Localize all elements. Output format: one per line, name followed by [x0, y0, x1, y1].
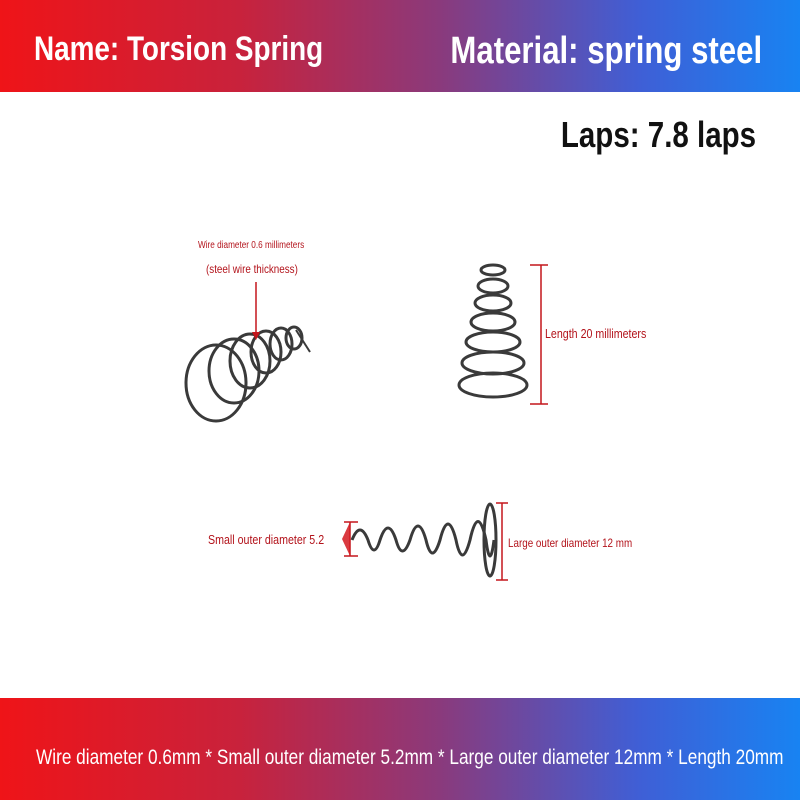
bottom-banner — [0, 698, 800, 800]
large-diameter-dimension — [496, 502, 508, 581]
wire-diameter-label: Wire diameter 0.6 millimeters — [198, 240, 305, 251]
spring-horizontal-image — [350, 502, 498, 578]
wire-thickness-note: (steel wire thickness) — [206, 262, 298, 276]
laps-label: Laps: 7.8 laps — [560, 114, 756, 155]
spring-upright-image — [457, 263, 529, 399]
large-outer-diameter-label: Large outer diameter 12 mm — [508, 536, 633, 550]
top-banner — [0, 0, 800, 92]
small-outer-diameter-label: Small outer diameter 5.2 — [208, 532, 325, 547]
spring-perspective-image — [184, 325, 311, 423]
product-name-title: Name: Torsion Spring — [34, 30, 324, 68]
material-title: Material: spring steel — [450, 30, 762, 72]
length-label: Length 20 millimeters — [545, 326, 647, 341]
length-dimension — [530, 264, 548, 405]
specs-footer: Wire diameter 0.6mm * Small outer diamet… — [36, 746, 784, 769]
